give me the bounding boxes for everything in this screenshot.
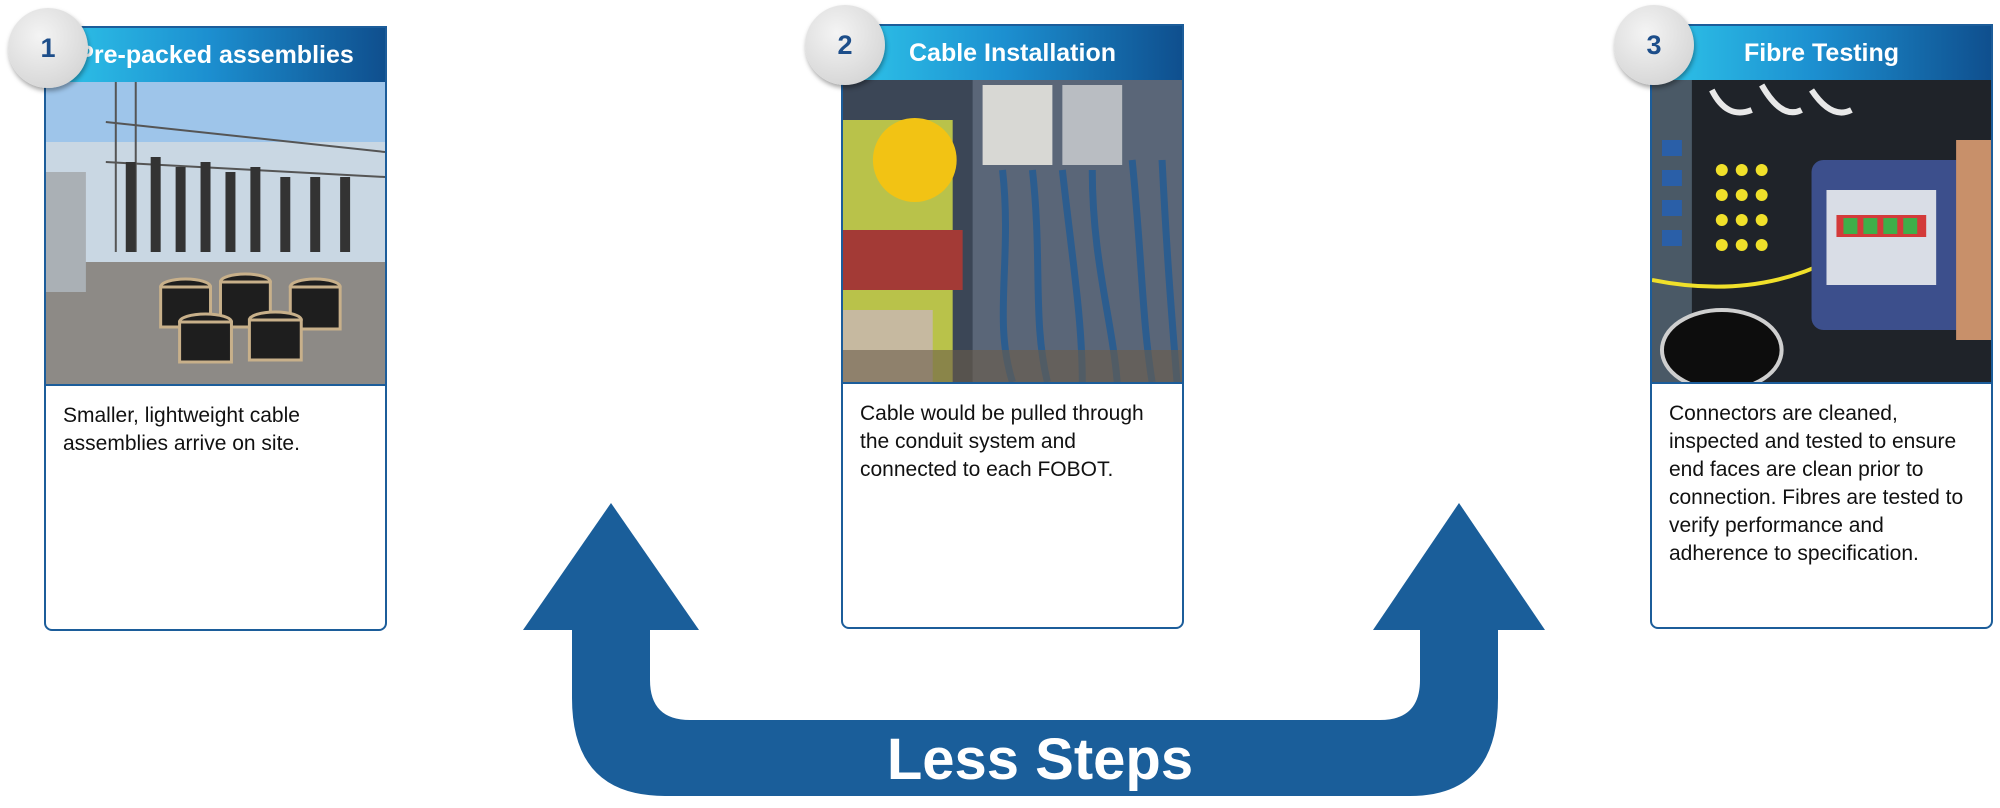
step-title: Cable Installation — [843, 26, 1182, 80]
step-number-badge-2: 2 — [805, 5, 885, 85]
step-number-badge-3: 3 — [1614, 5, 1694, 85]
step-description: Connectors are cleaned, inspected and te… — [1669, 402, 1964, 565]
step-title: Pre-packed assemblies — [46, 28, 385, 82]
step-number-badge-1: 1 — [8, 8, 88, 88]
cable-drums-substation-image — [46, 82, 385, 386]
step-card-2: Cable Installation Cable would be pulled… — [841, 24, 1184, 629]
fibre-testing-image — [1652, 80, 1991, 384]
less-steps-label: Less Steps — [886, 727, 1194, 792]
step-title: Fibre Testing — [1652, 26, 1991, 80]
step-card-1: Pre-packed assemblies — [44, 26, 387, 631]
cable-installation-image — [843, 80, 1182, 384]
step-card-3: Fibre Testing — [1650, 24, 1993, 629]
step-description: Cable would be pulled through the condui… — [860, 402, 1144, 481]
step-description: Smaller, lightweight cable assemblies ar… — [63, 404, 300, 455]
